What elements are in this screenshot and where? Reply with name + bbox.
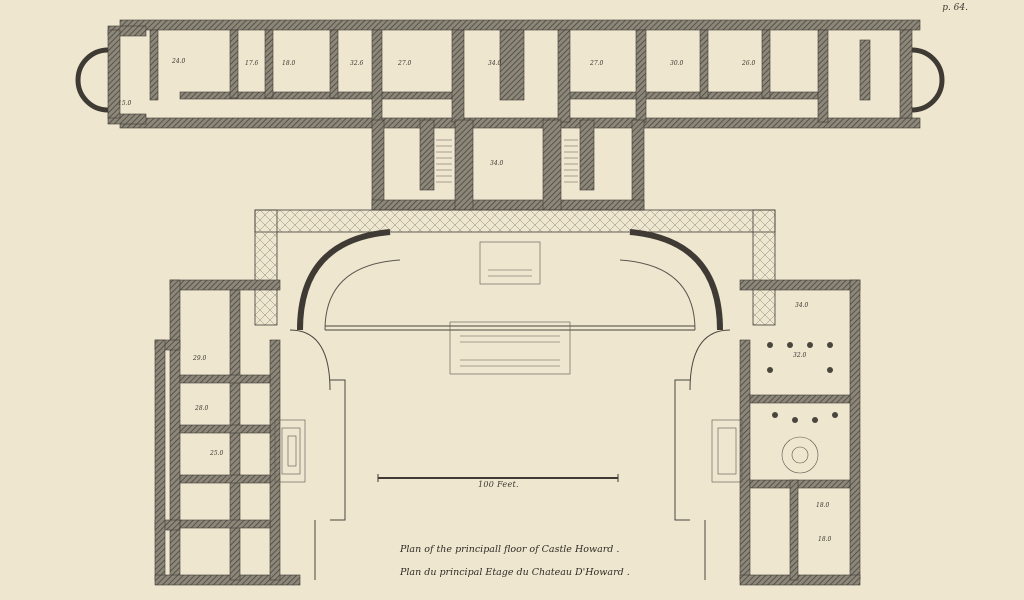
room-label: 24.0 [172,58,186,65]
forecourt-arcades [254,209,776,331]
room-label: 29.0 [193,355,207,362]
room-label: 17.6 [245,60,259,67]
west-wing [154,279,301,586]
room-label: 26.0 [742,60,756,67]
room-label: 32.6 [350,60,364,67]
room-label: 18.0 [282,60,296,67]
room-label: 34.0 [488,60,502,67]
room-label: 32.0 [793,352,807,359]
caption-french: Plan du principal Etage du Chateau D'How… [400,567,630,578]
east-stair [711,419,819,483]
room-label: 18.0 [816,502,830,509]
caption-english: Plan of the principall floor of Castle H… [400,544,620,555]
scale-label: 100 Feet. [478,480,519,489]
court-outline [289,325,731,580]
north-range [107,19,921,129]
page-number: p. 64. [942,3,968,13]
room-label: 34.0 [490,160,504,167]
court-steps [449,241,571,375]
room-label: 30.0 [670,60,684,67]
scale-bar [377,474,619,482]
east-wing [739,279,861,586]
room-label: 25.0 [210,450,224,457]
room-label: 28.0 [195,405,209,412]
room-label: 27.0 [590,60,604,67]
central-stair-block [371,119,645,211]
east-columns [767,342,838,423]
west-stair [274,419,306,483]
room-label: 27.0 [398,60,412,67]
room-label: 15.0 [118,100,132,107]
room-label: 34.0 [795,302,809,309]
room-label: 18.0 [818,536,832,543]
